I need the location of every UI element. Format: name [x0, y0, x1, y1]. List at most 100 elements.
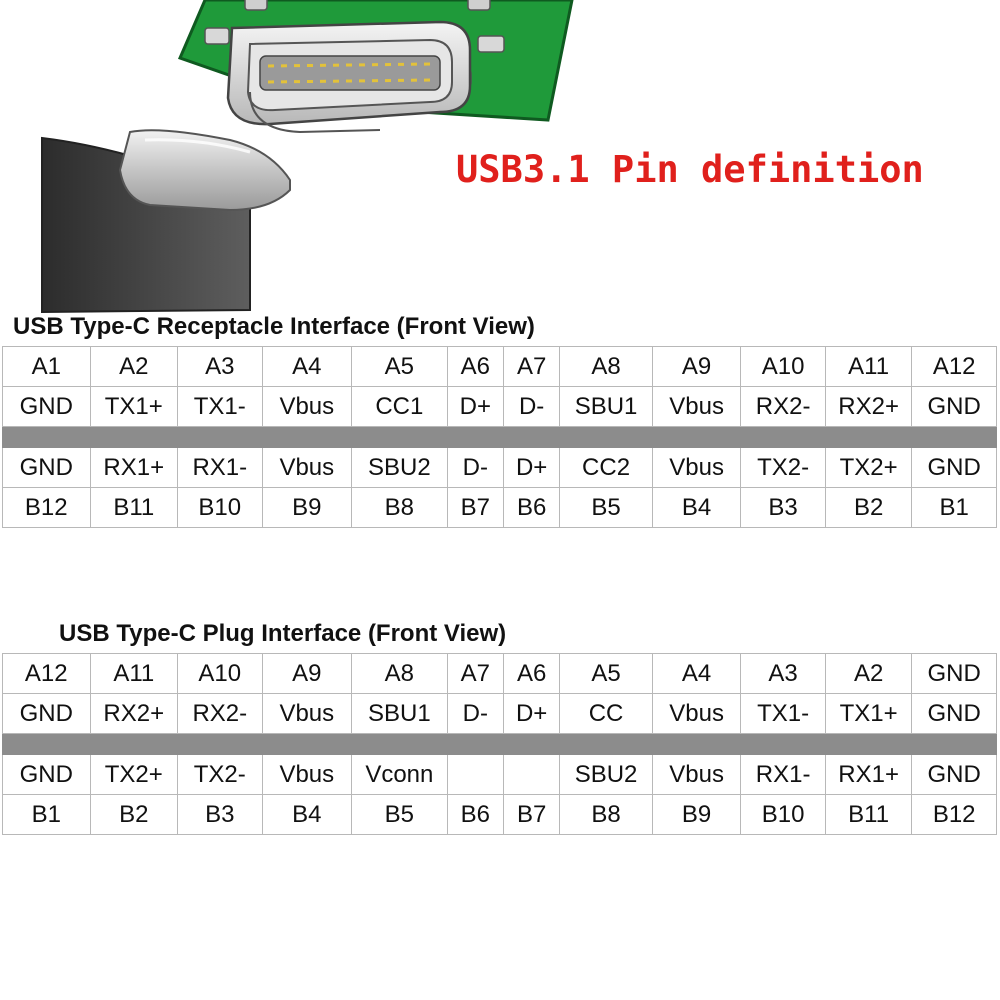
plug-section-title: USB Type-C Plug Interface (Front View)	[59, 620, 507, 647]
pin-cell: D-	[446, 693, 504, 734]
pin-cell: B3	[740, 487, 826, 528]
pin-cell: B6	[446, 794, 504, 835]
pin-cell	[502, 754, 561, 795]
pin-cell: GND	[2, 693, 91, 734]
pin-cell: GND	[911, 386, 997, 427]
pin-cell: B11	[824, 794, 913, 835]
separator-row	[2, 426, 997, 448]
pin-cell: B10	[740, 794, 826, 835]
pin-cell: A11	[89, 653, 179, 694]
pin-cell: CC	[559, 693, 653, 734]
pin-cell: SBU1	[351, 693, 448, 734]
pin-cell: B2	[89, 794, 179, 835]
pin-cell: D+	[446, 386, 504, 427]
pin-cell: B7	[446, 487, 504, 528]
usb-c-receptacle	[226, 20, 472, 134]
pin-cell: Vbus	[261, 754, 353, 795]
pin-cell: RX2-	[177, 693, 263, 734]
pin-cell: D+	[502, 447, 561, 488]
usb-c-plug-cable	[41, 129, 291, 314]
pin-cell: GND	[911, 693, 997, 734]
pin-cell: D-	[446, 447, 504, 488]
pin-cell: A10	[177, 653, 263, 694]
pin-cell: A5	[559, 653, 653, 694]
separator-bar	[2, 426, 997, 448]
pin-cell: B6	[502, 487, 561, 528]
pin-cell: A7	[502, 346, 561, 387]
pin-cell: A4	[261, 346, 353, 387]
pin-cell: Vbus	[651, 754, 742, 795]
pin-cell: GND	[2, 386, 91, 427]
pin-cell: A3	[177, 346, 263, 387]
pin-cell: TX1+	[89, 386, 179, 427]
pin-cell: CC1	[351, 386, 448, 427]
pin-cell: B11	[89, 487, 179, 528]
pin-cell: RX1-	[740, 754, 826, 795]
pin-cell: A12	[2, 653, 91, 694]
pin-cell: TX2-	[740, 447, 826, 488]
pin-cell: A5	[351, 346, 448, 387]
pin-cell: Vbus	[651, 447, 742, 488]
pin-cell: B4	[261, 794, 353, 835]
pin-cell: B5	[559, 487, 653, 528]
pin-cell: TX1-	[740, 693, 826, 734]
pin-cell: SBU2	[559, 754, 653, 795]
pin-cell: A10	[740, 346, 826, 387]
pin-cell: Vbus	[261, 693, 353, 734]
pin-cell: GND	[2, 754, 91, 795]
pin-cell: B5	[351, 794, 448, 835]
pin-cell: A1	[2, 346, 91, 387]
pin-cell: A9	[651, 346, 742, 387]
pin-cell: TX1+	[824, 693, 913, 734]
separator-bar	[2, 733, 997, 755]
pin-cell: TX2+	[89, 754, 179, 795]
pin-cell: GND	[2, 447, 91, 488]
pin-cell: A11	[824, 346, 913, 387]
pin-cell: B1	[911, 487, 997, 528]
pin-cell: B9	[651, 794, 742, 835]
pin-cell: Vconn	[351, 754, 448, 795]
pin-cell: TX2+	[824, 447, 913, 488]
pin-cell: RX1+	[89, 447, 179, 488]
pin-cell: B9	[261, 487, 353, 528]
pin-cell: B2	[824, 487, 913, 528]
pin-cell: RX1+	[824, 754, 913, 795]
pin-cell: A2	[89, 346, 179, 387]
pin-cell: D-	[502, 386, 561, 427]
pin-cell: B1	[2, 794, 91, 835]
pin-cell: SBU1	[559, 386, 653, 427]
pin-cell: A6	[446, 346, 504, 387]
separator-row	[2, 733, 997, 755]
pin-cell: A7	[446, 653, 504, 694]
usb-c-connector-illustration	[41, 0, 574, 314]
pin-cell: TX2-	[177, 754, 263, 795]
pin-cell: Vbus	[651, 386, 742, 427]
pin-cell: RX2+	[89, 693, 179, 734]
pin-cell: Vbus	[261, 386, 353, 427]
pin-cell: A4	[651, 653, 742, 694]
pin-cell: SBU2	[351, 447, 448, 488]
pin-cell: GND	[911, 653, 997, 694]
pin-cell: B3	[177, 794, 263, 835]
pin-cell: B12	[2, 487, 91, 528]
pin-cell: B10	[177, 487, 263, 528]
receptacle-section-title: USB Type-C Receptacle Interface (Front V…	[13, 313, 535, 340]
pin-cell: B8	[559, 794, 653, 835]
pin-cell: A12	[911, 346, 997, 387]
pin-cell: GND	[911, 447, 997, 488]
pin-cell: A6	[502, 653, 561, 694]
pin-cell: RX1-	[177, 447, 263, 488]
pin-cell: CC2	[559, 447, 653, 488]
pin-cell: A9	[261, 653, 353, 694]
pin-cell: RX2-	[740, 386, 826, 427]
pin-cell	[446, 754, 504, 795]
pin-cell: GND	[911, 754, 997, 795]
